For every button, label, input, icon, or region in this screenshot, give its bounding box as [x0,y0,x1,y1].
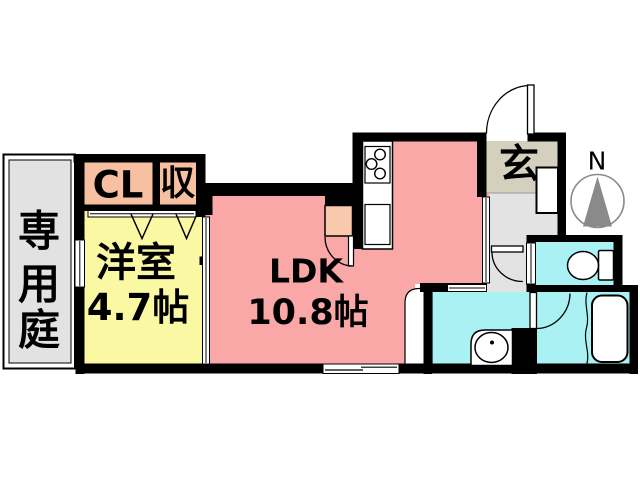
wall-bath-right [629,285,638,374]
fixtures [347,84,629,367]
hallway-door-leaf [490,245,524,253]
wall-closet-divider [152,162,160,205]
wall-kitchen-top [352,132,487,142]
compass-needle-icon [583,176,612,227]
compass: N [570,147,625,229]
toilet-tank [597,249,615,281]
hallway-door-arc [491,251,523,283]
kitchen-door-leaf [347,235,355,267]
closet-area [84,162,196,205]
wall-closet-top [73,154,206,163]
bathroom-door-arc [536,293,571,330]
entrance-label: 玄 [499,142,539,188]
stove-burner-icon [365,157,378,170]
garden-area [8,159,72,364]
ldk-size-label: 10.8帖 [247,293,368,333]
bedroom-size-label: 4.7帖 [87,286,190,329]
wall-entrance-right [557,132,566,242]
wall-divider-stub-top [199,193,213,215]
ldk-area-lower [205,284,415,364]
entrance-door-leaf [526,84,535,135]
wall-toilet-right [613,235,623,292]
entrance-door-arc [485,84,529,134]
wall-toilet-top [526,235,623,242]
closet-door-swing-mark [130,213,154,241]
ldk-window [322,363,400,374]
storage-door-swing-mark [175,213,198,241]
washbasin-bowl-icon [474,331,509,364]
wall-bath-top [526,285,638,292]
wall-entrance-top [527,132,566,142]
wall-entrance-left [477,132,487,197]
wall-pillar [511,328,537,374]
storage-label: 収 [160,164,195,204]
ldk-name-label: LDK [269,252,344,291]
garden-label-char3: 庭 [18,306,60,355]
hallway-area-lower [487,235,527,292]
closet-label: CL [93,164,144,207]
bathtub [591,294,629,363]
shoe-cabinet [535,166,559,214]
wall-washroom-left [423,292,432,374]
openings [74,196,536,374]
kitchen-partition [324,204,354,237]
kitchen-sink [364,203,391,246]
stove-burner-icon [374,167,387,180]
bedroom-name-label: 洋室 [96,240,176,286]
compass-north-label: N [588,147,607,176]
labels: 専 用 庭 CL 収 洋室 4.7帖 LDK 10.8帖 玄 [18,142,539,355]
wall-kitchen-left [352,132,363,249]
wall-closet-bottom [84,204,196,211]
garden-label-char2: 用 [18,260,60,309]
washbasin-faucet-dot [490,340,494,345]
garden-label-char1: 専 [18,207,60,256]
toilet-bowl-icon [566,250,600,281]
bathroom-door-leaf [529,291,538,330]
wall-ldk-top [196,183,330,196]
kitchen-door-arc [324,236,353,267]
bathtub-deck-line [584,292,589,364]
door-arcs [324,84,571,330]
stove-burner-icon [374,148,387,161]
